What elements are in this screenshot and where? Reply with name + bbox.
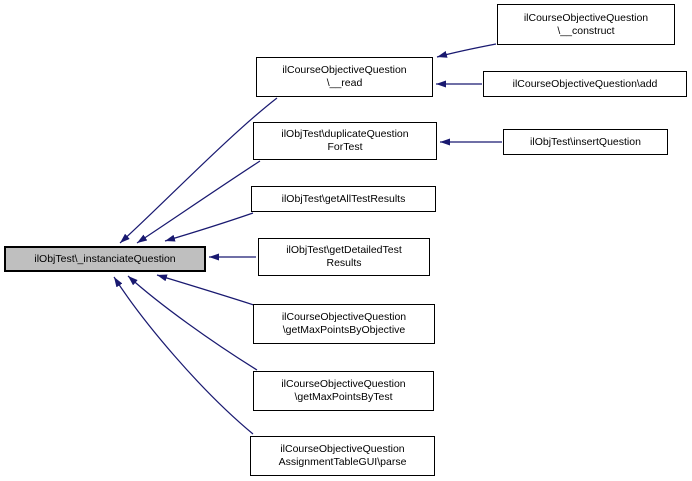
node-ilcourseobjectivequestion-read[interactable]: ilCourseObjectiveQuestion \__read [256, 57, 433, 97]
node-ilcourseobjectivequestion-add[interactable]: ilCourseObjectiveQuestion\add [483, 71, 687, 97]
node-label: ilCourseObjectiveQuestion [280, 443, 405, 455]
node-ilcourseobjectivequestion-construct[interactable]: ilCourseObjectiveQuestion \__construct [497, 4, 675, 45]
node-label: AssignmentTableGUI\parse [278, 456, 407, 468]
node-label: ilObjTest\getDetailedTest [286, 244, 402, 256]
node-ilobjtest-insertquestion[interactable]: ilObjTest\insertQuestion [503, 129, 668, 155]
node-label: ilCourseObjectiveQuestion [281, 311, 407, 323]
node-ilcourseobjectivequestionassignmenttablegui-parse[interactable]: ilCourseObjectiveQuestion AssignmentTabl… [250, 436, 435, 476]
edge-maxobj-to-center [156, 274, 258, 307]
node-ilcourseobjectivequestion-getmaxpointsbyobjective[interactable]: ilCourseObjectiveQuestion \getMaxPointsB… [253, 304, 435, 344]
edge-read-to-center [119, 97, 278, 244]
node-ilobjtest-instanciatequestion: ilObjTest\_instanciateQuestion [4, 246, 206, 272]
node-ilcourseobjectivequestion-getmaxpointsbytest[interactable]: ilCourseObjectiveQuestion \getMaxPointsB… [253, 371, 434, 411]
node-ilobjtest-getdetailedtestresults[interactable]: ilObjTest\getDetailedTest Results [258, 238, 430, 276]
node-label: ilObjTest\duplicateQuestion [281, 128, 409, 140]
node-label: ilCourseObjectiveQuestion [282, 64, 407, 76]
node-label: ilObjTest\getAllTestResults [281, 192, 406, 205]
node-label: ilCourseObjectiveQuestion [281, 378, 406, 390]
node-label: ilCourseObjectiveQuestion\add [512, 77, 658, 90]
node-label: \getMaxPointsByTest [294, 391, 393, 403]
node-label: ilObjTest\_instanciateQuestion [34, 252, 176, 265]
node-label: Results [326, 257, 362, 269]
node-label: \__read [326, 77, 363, 89]
node-ilobjtest-duplicatequestionfortest[interactable]: ilObjTest\duplicateQuestion ForTest [253, 122, 437, 160]
edge-maxtest-to-center [127, 275, 258, 371]
node-label: ilCourseObjectiveQuestion [523, 11, 649, 24]
node-label: ilObjTest\insertQuestion [530, 135, 641, 148]
node-label: ForTest [327, 141, 363, 153]
edge-parse-to-center [113, 276, 254, 435]
node-label: \getMaxPointsByObjective [282, 324, 406, 336]
edge-allresults-to-center [164, 212, 254, 242]
edge-construct-to-read [436, 43, 497, 58]
node-label: \__construct [557, 24, 615, 37]
node-ilobjtest-getalltestresults[interactable]: ilObjTest\getAllTestResults [251, 186, 436, 212]
edge-duplicate-to-center [136, 160, 261, 244]
